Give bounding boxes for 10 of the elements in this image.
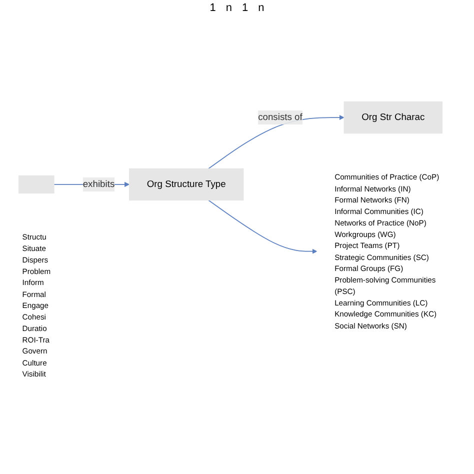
edge-label: consists of: [258, 112, 302, 122]
cardinality-label: n: [258, 2, 264, 14]
node-box: Org Str Charac: [344, 101, 443, 134]
cardinality-label: n: [226, 2, 232, 14]
cardinality-label: 1: [210, 2, 216, 14]
cardinality-label: 1: [242, 2, 248, 14]
arrow: [208, 200, 318, 254]
edge-label: exhibits: [82, 179, 115, 189]
node-box: Org Structure Type: [128, 168, 244, 200]
node-box: [18, 175, 54, 194]
